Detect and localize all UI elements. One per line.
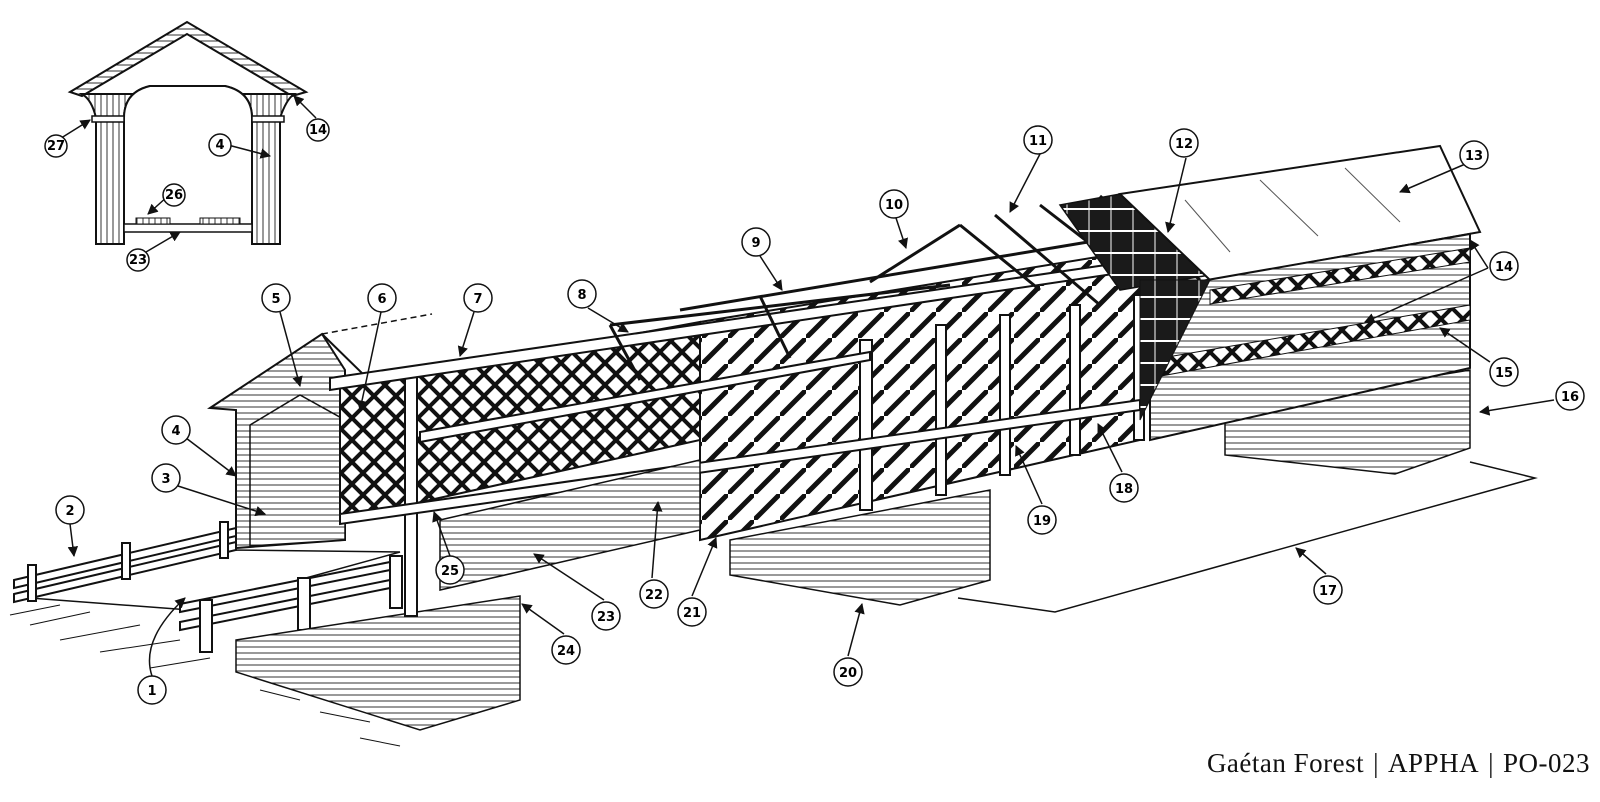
callout-labels: 1 2 3 4 5 6 7 8 9 10 11 12 13 14 15 16 1… bbox=[44, 118, 1585, 705]
callout-14: 14 bbox=[1489, 251, 1519, 281]
svg-text:15: 15 bbox=[1495, 366, 1513, 381]
credit-separator: | bbox=[1373, 748, 1380, 778]
svg-text:11: 11 bbox=[1029, 134, 1047, 149]
svg-text:8: 8 bbox=[577, 288, 586, 303]
callout-18: 18 bbox=[1109, 473, 1139, 503]
svg-text:3: 3 bbox=[161, 472, 170, 487]
svg-text:4: 4 bbox=[215, 138, 224, 153]
svg-text:26: 26 bbox=[165, 188, 183, 203]
callout-1: 1 bbox=[137, 675, 167, 705]
credit-code: PO-023 bbox=[1502, 748, 1590, 778]
callout-16: 16 bbox=[1555, 381, 1585, 411]
svg-text:6: 6 bbox=[377, 292, 386, 307]
credit-org: APPHA bbox=[1388, 748, 1480, 778]
credit-line: Gaétan Forest | APPHA | PO-023 bbox=[1207, 748, 1590, 779]
callout-3: 3 bbox=[151, 463, 181, 493]
svg-text:22: 22 bbox=[645, 588, 663, 603]
callout-5: 5 bbox=[261, 283, 291, 313]
callout-21: 21 bbox=[677, 597, 707, 627]
inset-callout-27: 27 bbox=[44, 134, 68, 158]
svg-text:24: 24 bbox=[557, 644, 575, 659]
callout-11: 11 bbox=[1023, 125, 1053, 155]
callout-22: 22 bbox=[639, 579, 669, 609]
inset-callout-14: 14 bbox=[306, 118, 330, 142]
svg-text:14: 14 bbox=[309, 123, 327, 138]
svg-text:27: 27 bbox=[47, 139, 65, 154]
svg-text:12: 12 bbox=[1175, 137, 1193, 152]
callout-20: 20 bbox=[833, 657, 863, 687]
callout-19: 19 bbox=[1027, 505, 1057, 535]
callout-7: 7 bbox=[463, 283, 493, 313]
callout-24: 24 bbox=[551, 635, 581, 665]
svg-text:5: 5 bbox=[271, 292, 280, 307]
callout-23: 23 bbox=[591, 601, 621, 631]
callout-13: 13 bbox=[1459, 140, 1489, 170]
svg-text:17: 17 bbox=[1319, 584, 1337, 599]
svg-text:2: 2 bbox=[65, 504, 74, 519]
callout-10: 10 bbox=[879, 189, 909, 219]
svg-text:23: 23 bbox=[129, 253, 147, 268]
callout-25: 25 bbox=[435, 555, 465, 585]
svg-text:23: 23 bbox=[597, 610, 615, 625]
svg-text:20: 20 bbox=[839, 666, 857, 681]
inset-callout-26: 26 bbox=[162, 183, 186, 207]
credit-author: Gaétan Forest bbox=[1206, 748, 1365, 778]
svg-text:9: 9 bbox=[751, 236, 760, 251]
callout-15: 15 bbox=[1489, 357, 1519, 387]
inset-callout-4: 4 bbox=[208, 133, 232, 157]
callout-12: 12 bbox=[1169, 128, 1199, 158]
callout-4: 4 bbox=[161, 415, 191, 445]
callout-2: 2 bbox=[55, 495, 85, 525]
callout-9: 9 bbox=[741, 227, 771, 257]
bridge-illustration bbox=[9, 144, 1538, 747]
svg-text:13: 13 bbox=[1465, 149, 1483, 164]
svg-text:16: 16 bbox=[1561, 390, 1579, 405]
inset-callout-23: 23 bbox=[126, 248, 150, 272]
svg-text:25: 25 bbox=[441, 564, 459, 579]
svg-text:4: 4 bbox=[171, 424, 180, 439]
svg-text:18: 18 bbox=[1115, 482, 1133, 497]
svg-text:10: 10 bbox=[885, 198, 903, 213]
callout-8: 8 bbox=[567, 279, 597, 309]
callout-17: 17 bbox=[1313, 575, 1343, 605]
callout-6: 6 bbox=[367, 283, 397, 313]
svg-text:14: 14 bbox=[1495, 260, 1513, 275]
cross-section-inset bbox=[67, 20, 309, 245]
callout-layer bbox=[57, 95, 1555, 677]
svg-text:7: 7 bbox=[473, 292, 482, 307]
svg-text:21: 21 bbox=[683, 606, 701, 621]
svg-text:19: 19 bbox=[1033, 514, 1051, 529]
svg-text:1: 1 bbox=[147, 684, 156, 699]
credit-separator: | bbox=[1488, 748, 1494, 778]
